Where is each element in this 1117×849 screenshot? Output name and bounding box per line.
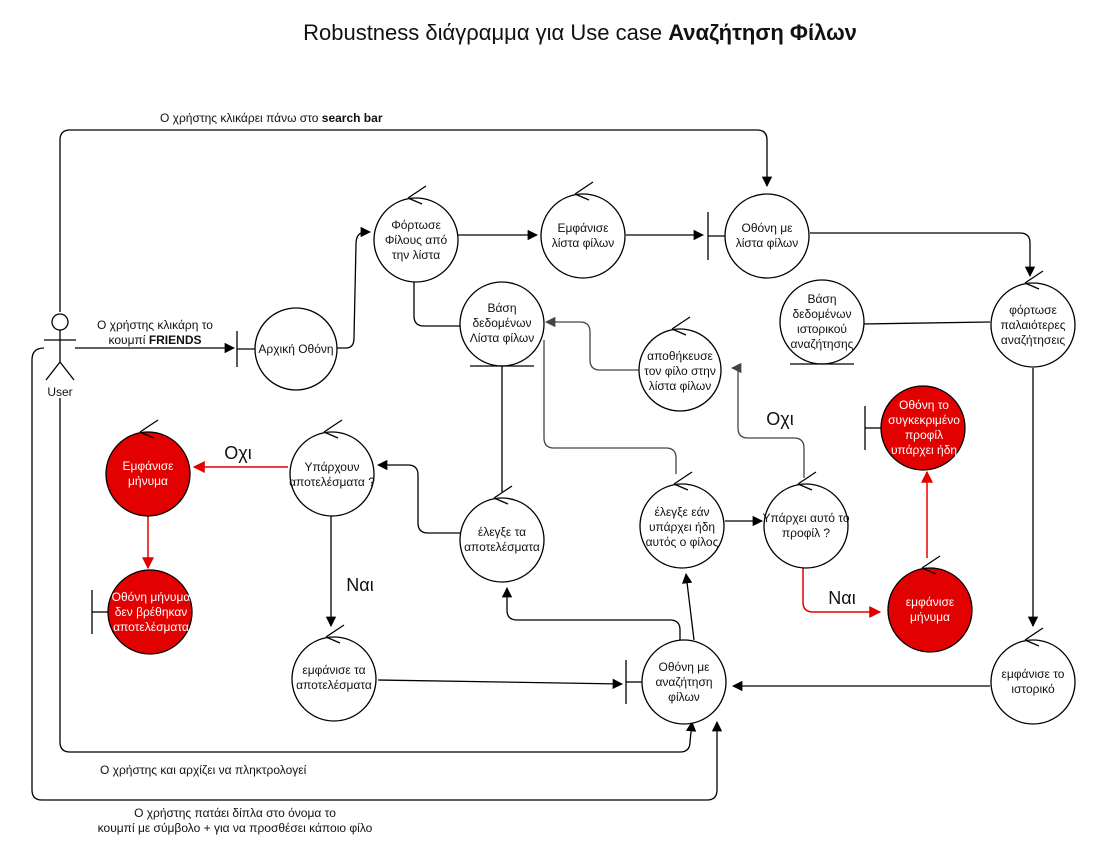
control-emfanise-minima2-red [887, 555, 973, 653]
edge-apot-anazitisi [377, 678, 624, 690]
control-emfanise-lista [540, 181, 626, 279]
node-vasi-istorikou-label: Βάση δεδομένων ιστορικού αναζήτησης [790, 292, 854, 351]
edge-profil-nai [802, 568, 882, 618]
boundary-othoni-minima-red [91, 569, 193, 655]
label-nai-left: Ναι [346, 575, 374, 595]
entity-vasi-filon [459, 281, 545, 367]
node-arxiki-label: Αρχική Οθόνη [258, 341, 334, 356]
edge-anazitisi-elegxefilo [681, 572, 695, 641]
user-actor [44, 313, 76, 381]
control-elegxe-apot [459, 485, 545, 583]
label-ochi-left: Οχι [224, 443, 252, 463]
edge-vasi-elegxefilo [543, 340, 677, 474]
node-elegxe-apot-label: έλεγξε τα αποτελέσματα [464, 525, 540, 554]
actor-label: User [47, 385, 73, 399]
node-apothikeuse-label: αποθήκευσε τον φίλο στην λίστα φίλων [644, 348, 716, 393]
node-emfanise-lista-label: Εμφάνισε λίστα φίλων [551, 221, 615, 250]
node-elegxe-filo-label: έλεγξε εάν υπάρχει ήδη αυτός ο φίλος [645, 504, 719, 549]
node-yparxoun-label: Υπάρχουν αποτελέσματα ? [289, 460, 375, 489]
edge-anazitisi-elegxe [501, 586, 681, 640]
edge-arxiki-fortose [336, 226, 372, 349]
entity-vasi-istorikou [779, 279, 865, 365]
control-yparxei-profil [763, 471, 849, 569]
diagram-title: Robustness διάγραμμα για Use case Αναζήτ… [303, 20, 857, 45]
label-search-bar: Ο χρήστης κλικάρει πάνω στο search bar [160, 111, 383, 125]
edge-elegxe-yparxoun [376, 459, 460, 534]
control-elegxe-filo [639, 471, 725, 569]
node-emfanise-minima2-label: εμφάνισε μήνυμα [905, 595, 955, 624]
edge-othoni-palaioteres [810, 232, 1036, 278]
node-emfanise-minima-label: Εμφάνισε μήνυμα [122, 459, 174, 488]
control-apothikeuse [638, 316, 722, 412]
label-typing: Ο χρήστης και αρχίζει να πληκτρολογεί [100, 763, 307, 777]
edge-profil-ochi [730, 362, 805, 478]
node-fortose-palaioteres-label: φόρτωσε παλαιότερες αναζήτησεις [1000, 302, 1066, 347]
boundary-othoni-lista [707, 193, 810, 279]
boundary-othoni-profil-red [864, 385, 966, 471]
control-yparxoun [289, 419, 375, 517]
node-yparxei-profil-label: Υπάρχει αυτό το προφίλ ? [762, 511, 850, 540]
control-fortose-filous [373, 185, 459, 283]
boundary-othoni-anazitisi [625, 639, 727, 725]
node-othoni-lista-label: Οθόνη με λίστα φίλων [735, 221, 799, 250]
control-fortose-palaioteres [990, 270, 1076, 368]
edge-apothikeuse-vasi [544, 316, 639, 371]
edge-fortose-vasi [413, 282, 460, 327]
node-vasi-filon-label: Βάση δεδομένων Λίστα φίλων [469, 300, 535, 345]
label-ochi-right: Οχι [766, 409, 794, 429]
node-othoni-anazitisi-label: Οθόνη με αναζήτηση φίλων [655, 659, 713, 704]
edge-search-bar [59, 129, 773, 312]
control-emfanise-minima-red [105, 419, 191, 517]
node-emfanise-istoriko-label: εμφάνισε το ιστορικό [1001, 667, 1065, 696]
node-emfanise-apot-label: εμφάνισε τα αποτελέσματα [296, 663, 372, 692]
node-othoni-minima-label: Οθόνη μήνυμα δεν βρέθηκαν αποτελέσματα [111, 589, 191, 634]
boundary-arxiki [236, 307, 338, 391]
label-nai-right: Ναι [828, 588, 856, 608]
edge-plus-button [31, 347, 723, 801]
node-othoni-profil-label: Οθόνη το συγκεκριμένο προφίλ υπάρχει ήδη [888, 398, 960, 457]
edge-typing [59, 398, 697, 753]
edge-istoriko-palaioteres [861, 321, 991, 325]
node-fortose-filous-label: Φόρτωσε Φίλους από την λίστα [384, 217, 448, 262]
control-emfanise-istoriko [990, 627, 1076, 725]
control-emfanise-apot [291, 624, 377, 722]
